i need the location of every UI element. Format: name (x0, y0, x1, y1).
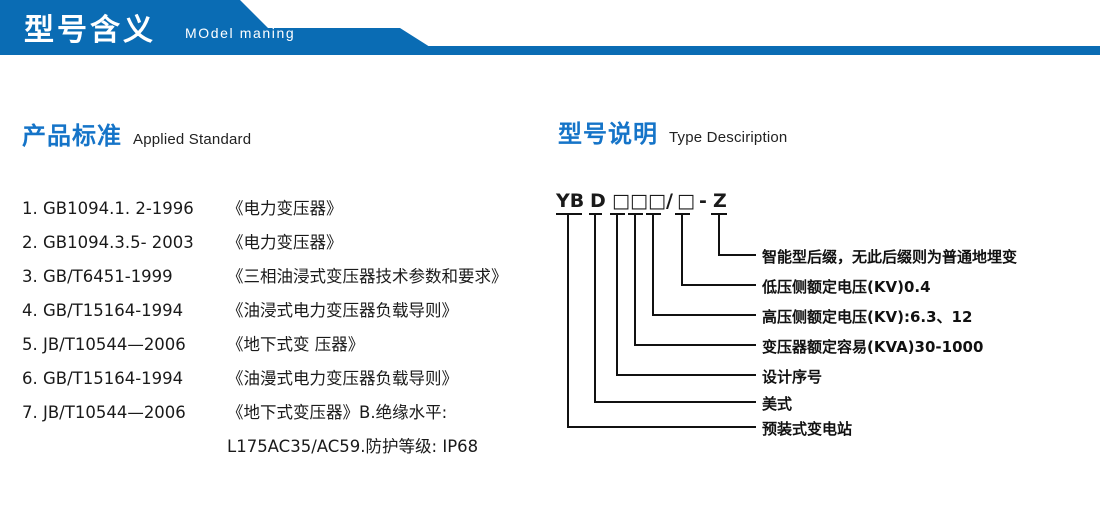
standard-code: 5. JB/T10544—2006 (22, 335, 186, 354)
banner-underline-bar (0, 46, 1100, 55)
code-part-dash: - (699, 190, 707, 212)
code-part-box1: □ (612, 190, 630, 212)
leader-line-suffix (718, 214, 752, 256)
leader-line-capacity (634, 214, 756, 346)
leader-line-american-type (594, 214, 756, 403)
code-part-box4: □ (677, 190, 695, 212)
standards-heading-cn: 产品标准 (22, 122, 122, 150)
standard-name: 《油漫式电力变压器负载导则》 (227, 369, 458, 388)
label-american-type: 美式 (762, 395, 793, 413)
code-part-slash: / (666, 190, 673, 212)
list-item: 2. GB1094.3.5- 2003 《电力变压器》 (22, 226, 552, 260)
list-item: 6. GB/T15164-1994 《油漫式电力变压器负载导则》 (22, 362, 552, 396)
banner-title-cn: 型号含义 (24, 13, 156, 48)
code-part-box3: □ (648, 190, 666, 212)
label-lv-voltage: 低压侧额定电压(KV)0.4 (762, 278, 931, 296)
list-item: 3. GB/T6451-1999 《三相油浸式变压器技术参数和要求》 (22, 260, 552, 294)
code-part-box2: □ (630, 190, 648, 212)
standard-name: 《地下式变 压器》 (227, 335, 365, 354)
standards-section-heading: 产品标准 Applied Standard (22, 116, 251, 151)
standards-heading-en: Applied Standard (133, 131, 252, 148)
standard-code: 3. GB/T6451-1999 (22, 267, 173, 286)
model-code-diagram: YB D □ □ □ / □ - Z (556, 190, 1100, 438)
standard-code: 2. GB1094.3.5- 2003 (22, 233, 194, 252)
label-hv-voltage: 高压侧额定电压(KV):6.3、12 (762, 308, 973, 326)
standard-name: 《电力变压器》 (227, 199, 343, 218)
list-item: 1. GB1094.1. 2-1996 《电力变压器》 (22, 192, 552, 226)
standard-code: 6. GB/T15164-1994 (22, 369, 184, 388)
standard-code: 4. GB/T15164-1994 (22, 301, 184, 320)
label-suffix: 智能型后缀，无此后缀则为普通地埋变 (762, 248, 1018, 266)
code-part-d: D (590, 190, 606, 212)
standard-name: 《油浸式电力变压器负载导则》 (227, 301, 458, 320)
code-part-z: Z (713, 190, 727, 212)
label-design-serial: 设计序号 (762, 368, 823, 386)
standard-code: 1. GB1094.1. 2-1996 (22, 199, 194, 218)
standard-name-continuation: L175AC35/AC59.防护等级: IP68 (227, 437, 479, 456)
list-item: 5. JB/T10544—2006 《地下式变 压器》 (22, 328, 552, 362)
label-capacity: 变压器额定容易(KVA)30-1000 (762, 338, 984, 356)
leader-lines-group (556, 213, 756, 428)
leader-line-lv-voltage (681, 214, 756, 286)
leader-line-hv-voltage (652, 214, 756, 316)
list-item: 4. GB/T15164-1994 《油浸式电力变压器负载导则》 (22, 294, 552, 328)
banner-title-en: MOdel maning (185, 25, 296, 41)
code-part-yb: YB (556, 190, 585, 212)
standard-name: 《电力变压器》 (227, 233, 343, 252)
standards-list: 1. GB1094.1. 2-1996 《电力变压器》 2. GB1094.3.… (22, 192, 552, 464)
leader-line-substation (567, 214, 756, 428)
list-item: 7. JB/T10544—2006 《地下式变压器》B.绝缘水平: (22, 396, 552, 430)
type-section-heading: 型号说明 Type Desciription (558, 114, 787, 149)
leader-line-design-serial (616, 214, 756, 376)
type-heading-en: Type Desciription (669, 129, 788, 146)
standard-code: 7. JB/T10544—2006 (22, 403, 186, 422)
label-substation: 预装式变电站 (762, 420, 853, 438)
type-heading-cn: 型号说明 (558, 120, 658, 148)
standard-name: 《地下式变压器》B.绝缘水平: (227, 403, 448, 422)
page-header-banner: 型号含义 MOdel maning (0, 0, 1100, 56)
standard-name: 《三相油浸式变压器技术参数和要求》 (227, 267, 508, 286)
